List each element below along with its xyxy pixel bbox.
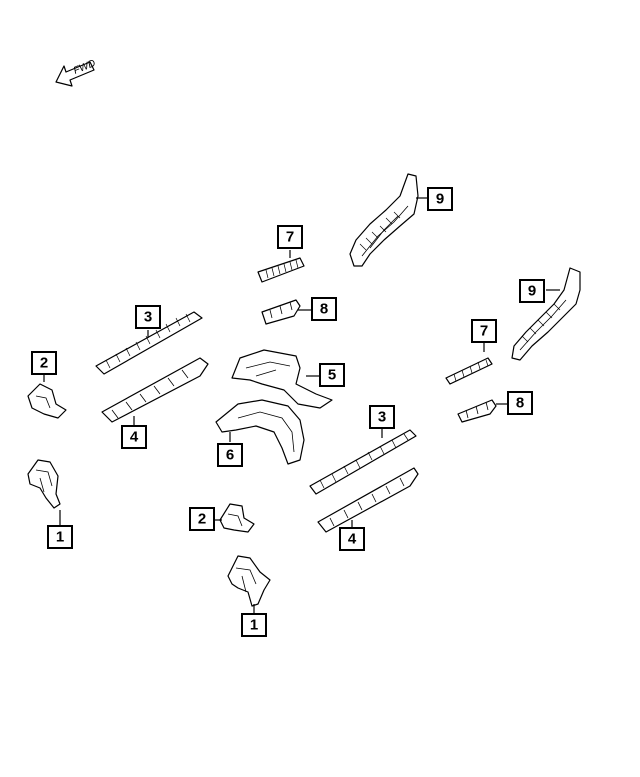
callout-label: 7	[286, 229, 294, 246]
callout-label: 6	[226, 447, 234, 464]
part-7-upper-illustration	[257, 257, 305, 283]
callout-label: 5	[328, 367, 336, 384]
callout-label: 3	[378, 409, 386, 426]
part-6-illustration	[215, 399, 305, 465]
callout-label: 2	[198, 511, 206, 528]
callout-3-right[interactable]: 3	[369, 405, 395, 429]
callout-label: 8	[320, 301, 328, 318]
part-1-left-illustration	[27, 459, 61, 509]
callout-7-upper[interactable]: 7	[277, 225, 303, 249]
callout-label: 1	[250, 617, 258, 634]
callout-2-center[interactable]: 2	[189, 507, 215, 531]
part-9-upper-illustration	[349, 173, 419, 267]
callout-8-right[interactable]: 8	[507, 391, 533, 415]
callout-label: 3	[144, 309, 152, 326]
callout-label: 4	[130, 429, 139, 446]
part-3-right-illustration	[309, 429, 417, 495]
part-2-center-illustration	[219, 503, 255, 533]
part-1-center-illustration	[227, 555, 271, 607]
callout-8-upper[interactable]: 8	[311, 297, 337, 321]
part-7-right-illustration	[445, 357, 493, 385]
callout-4-left[interactable]: 4	[121, 425, 147, 449]
callout-5[interactable]: 5	[319, 363, 345, 387]
part-4-right-illustration	[317, 467, 419, 533]
callout-3-left[interactable]: 3	[135, 305, 161, 329]
callout-label: 9	[528, 283, 536, 300]
callout-label: 1	[56, 529, 64, 546]
part-4-left-illustration	[101, 357, 209, 423]
part-5-illustration	[231, 349, 333, 409]
callout-9-upper[interactable]: 9	[427, 187, 453, 211]
callout-9-right[interactable]: 9	[519, 279, 545, 303]
part-9-right-illustration	[511, 267, 581, 361]
forward-direction-arrow: FWD	[55, 58, 97, 87]
callout-4-right[interactable]: 4	[339, 527, 365, 551]
part-8-upper-illustration	[261, 299, 301, 325]
callout-1-center[interactable]: 1	[241, 613, 267, 637]
callout-2-left[interactable]: 2	[31, 351, 57, 375]
callout-label: 2	[40, 355, 48, 372]
callout-6[interactable]: 6	[217, 443, 243, 467]
part-8-right-illustration	[457, 399, 497, 423]
callout-label: 8	[516, 395, 524, 412]
callout-label: 7	[480, 323, 488, 340]
callout-7-right[interactable]: 7	[471, 319, 497, 343]
part-3-left-illustration	[95, 311, 203, 375]
callout-label: 4	[348, 531, 357, 548]
callout-1-left[interactable]: 1	[47, 525, 73, 549]
part-2-left-illustration	[27, 383, 67, 419]
callout-label: 9	[436, 191, 444, 208]
